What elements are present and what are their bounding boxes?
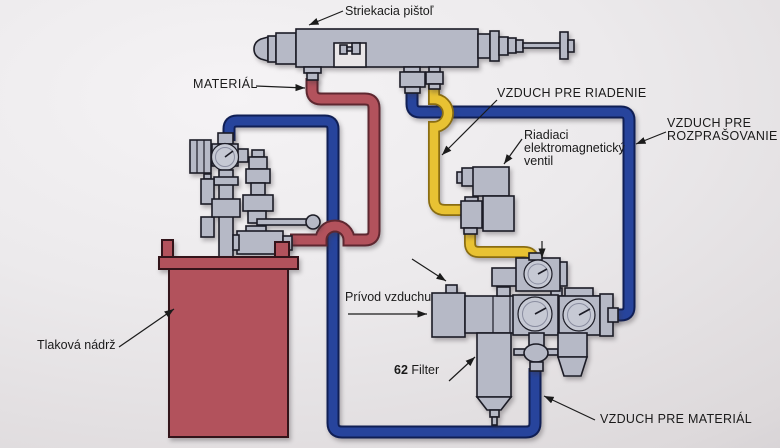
control-air-label: VZDUCH PRE RIADENIE [497,86,647,100]
pressure-tank [158,239,299,438]
filter-arrow [448,356,476,382]
tank-lid [158,256,299,270]
gun-material-port [306,72,319,81]
air-filter [475,332,513,426]
air-inlet-block [431,292,466,338]
valve-lever [256,214,321,230]
leader-arrows [118,10,667,421]
gun-nozzle [253,35,269,63]
material-arrow [255,84,306,92]
spray-gun-arrow [308,10,344,26]
solenoid-body [482,195,515,232]
filter-bowl [476,332,512,398]
material-air-label: VZDUCH PRE MATERIÁL [600,412,753,426]
material-pipe [290,78,381,247]
air-supply-label: Prívod vzduchu [345,290,432,304]
solenoid-valve [456,166,515,235]
gun-control-port [425,71,444,85]
material-air-pipe [222,114,542,439]
solenoid-label-line1: Riadiaci [524,128,569,142]
spray-gun-label: Striekacia pištoľ [345,4,434,18]
valve-knob [523,343,549,363]
lever-ball [305,214,321,230]
control-regulator [491,252,568,292]
solenoid-valve-label: Riadiaci elektromagnetický ventil [524,129,625,168]
atomizing-air-label: VZDUCH PRE ROZPRAŠOVANIE [667,117,778,143]
material-label: MATERIÁL [193,77,258,91]
control-air-arrow [441,99,498,156]
pressure-gauge-2 [558,287,601,336]
gun-body [295,28,479,68]
tank-arrow [118,308,175,348]
solenoid-label-line2: elektromagnetický [524,141,625,155]
solenoid-coil [472,166,510,197]
solenoid-arrow [503,138,523,165]
regulator-side-block [189,139,212,174]
lubricator [556,332,589,377]
tank-regulator [189,132,321,258]
spray-gun [253,28,575,94]
atomizing-air-arrow [635,131,667,145]
filter-label-number: 62 [394,363,408,377]
atomizing-air-label-line2: ROZPRAŠOVANIE [667,129,778,143]
atomizing-air-label-line1: VZDUCH PRE [667,116,752,130]
gun-air-port [399,71,426,88]
atomizing-air-pipe [405,88,636,322]
material-air-arrow [543,395,596,421]
solenoid-label-line3: ventil [524,154,554,168]
filter-label: 62 Filter [394,364,439,377]
air-outlet-fitting [607,307,619,323]
inlet-stub-arrow [411,258,447,282]
pressure-tank-label: Tlaková nádrž [37,338,116,352]
lubricator-bowl [556,356,589,377]
material-outlet [232,225,293,255]
tank-body [168,268,289,438]
tank-air-valve [513,332,559,372]
gun-adjuster-rod [522,42,562,49]
filter-label-word: Filter [411,363,440,377]
air-service-unit [431,252,619,426]
pressure-gauge-1 [512,294,559,336]
